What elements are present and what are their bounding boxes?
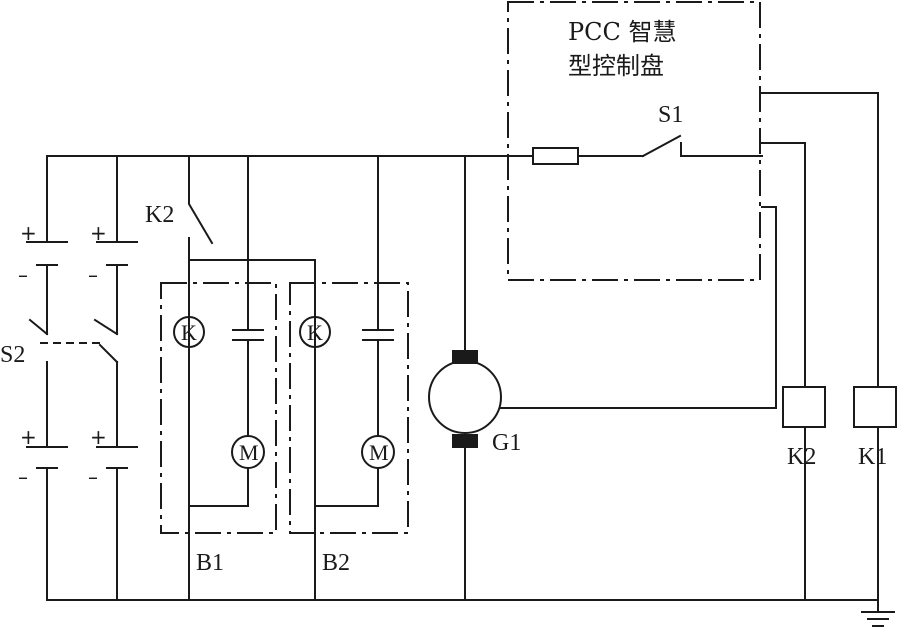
b1-relay-symbol: K bbox=[181, 320, 197, 345]
battery-bank: + – + – + – + – bbox=[18, 155, 138, 601]
g1-label: G1 bbox=[492, 430, 521, 456]
ground-icon bbox=[861, 599, 895, 627]
b2-relay-coil bbox=[299, 316, 331, 348]
s1-switch-blade bbox=[641, 134, 682, 158]
fuse bbox=[532, 147, 579, 165]
k2-relay-label: K2 bbox=[787, 444, 816, 470]
b1-capacitor-wire bbox=[232, 155, 264, 437]
b2-label: B2 bbox=[322, 550, 350, 576]
b1-label: B1 bbox=[196, 550, 224, 576]
b2-relay-symbol: K bbox=[307, 320, 323, 345]
k1-relay-coil bbox=[853, 386, 897, 428]
svg-text:+: + bbox=[20, 425, 37, 449]
b2-return-wire bbox=[314, 467, 379, 507]
s2-label: S2 bbox=[0, 342, 25, 368]
svg-text:–: – bbox=[18, 465, 28, 489]
svg-text:+: + bbox=[20, 221, 37, 245]
k1-relay-label: K1 bbox=[858, 444, 887, 470]
g1-brush-top bbox=[452, 350, 478, 364]
svg-text:+: + bbox=[90, 221, 107, 245]
panel-to-k2-wire bbox=[761, 142, 806, 388]
g1-generator bbox=[428, 360, 502, 434]
svg-text:–: – bbox=[88, 465, 98, 489]
pcc-control-panel-box bbox=[507, 1, 761, 281]
s2-switch bbox=[28, 318, 119, 364]
b1-motor-symbol: M bbox=[239, 440, 259, 465]
pcc-panel-title-line2: 型控制盘 bbox=[568, 52, 664, 80]
b1-relay-coil bbox=[173, 316, 205, 348]
k2-switch-label: K2 bbox=[145, 202, 174, 228]
k2-switch-contact bbox=[188, 155, 214, 601]
pcc-panel-title-line1: PCC 智慧 bbox=[568, 18, 677, 46]
b1-return-wire bbox=[188, 467, 249, 507]
b2-capacitor-wire bbox=[362, 155, 394, 437]
b2-box bbox=[289, 282, 409, 534]
g1-brush-bottom bbox=[452, 434, 478, 448]
b1-box bbox=[160, 282, 277, 534]
b2-motor-symbol: M bbox=[369, 440, 389, 465]
g1-to-k2-wire bbox=[500, 206, 777, 409]
k2-relay-coil bbox=[782, 386, 826, 428]
s1-label: S1 bbox=[658, 102, 683, 128]
panel-to-k1-wire bbox=[761, 92, 879, 388]
svg-text:–: – bbox=[18, 263, 28, 287]
svg-text:–: – bbox=[88, 263, 98, 287]
svg-text:+: + bbox=[90, 425, 107, 449]
